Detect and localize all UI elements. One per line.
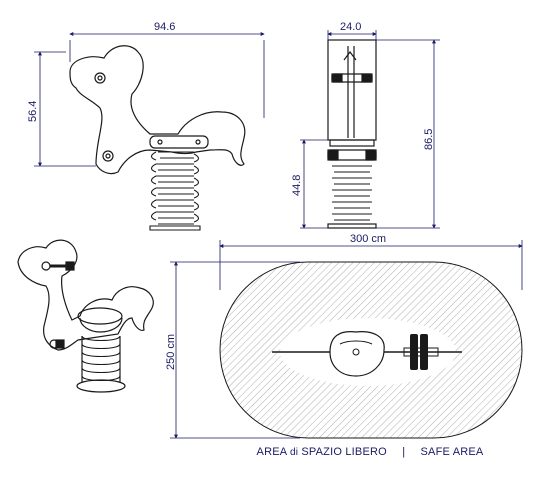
caption-separator: |: [402, 446, 406, 458]
plan-height-label: 250 cm: [165, 334, 177, 370]
spring: [149, 151, 201, 231]
footrest-circle: [102, 150, 114, 162]
area-suffix: SPAZIO LIBERO: [298, 446, 387, 458]
plan-width-label: 300 cm: [350, 233, 386, 245]
front-width-label: 94.6: [154, 21, 175, 33]
iso-seat: [77, 307, 123, 325]
side-view: [327, 39, 377, 229]
plan-handle: [410, 334, 418, 370]
safe-area-caption: AREA di SPAZIO LIBERO | SAFE AREA: [232, 446, 508, 458]
side-spring: [332, 165, 372, 221]
handle-circle: [94, 72, 106, 84]
area-prefix: AREA: [256, 446, 290, 458]
area-small: di: [289, 447, 299, 458]
horse-silhouette: [69, 45, 246, 175]
front-view: [69, 45, 246, 231]
side-dimensions: [300, 30, 440, 229]
safe-area-label: SAFE AREA: [420, 446, 484, 458]
side-total-height-label: 86.5: [423, 129, 435, 150]
iso-handle: [41, 261, 51, 271]
front-height-label: 56.4: [27, 101, 39, 122]
side-width-label: 24.0: [340, 21, 361, 33]
isometric-view: [17, 239, 154, 393]
side-seat-height-label: 44.8: [291, 175, 303, 196]
front-dimensions: [34, 32, 265, 167]
iso-horse-head: [17, 239, 154, 351]
plan-view: [219, 261, 523, 439]
plan-dimensions: [170, 240, 523, 439]
iso-spring: [81, 335, 121, 382]
seat-plate: [149, 135, 209, 149]
